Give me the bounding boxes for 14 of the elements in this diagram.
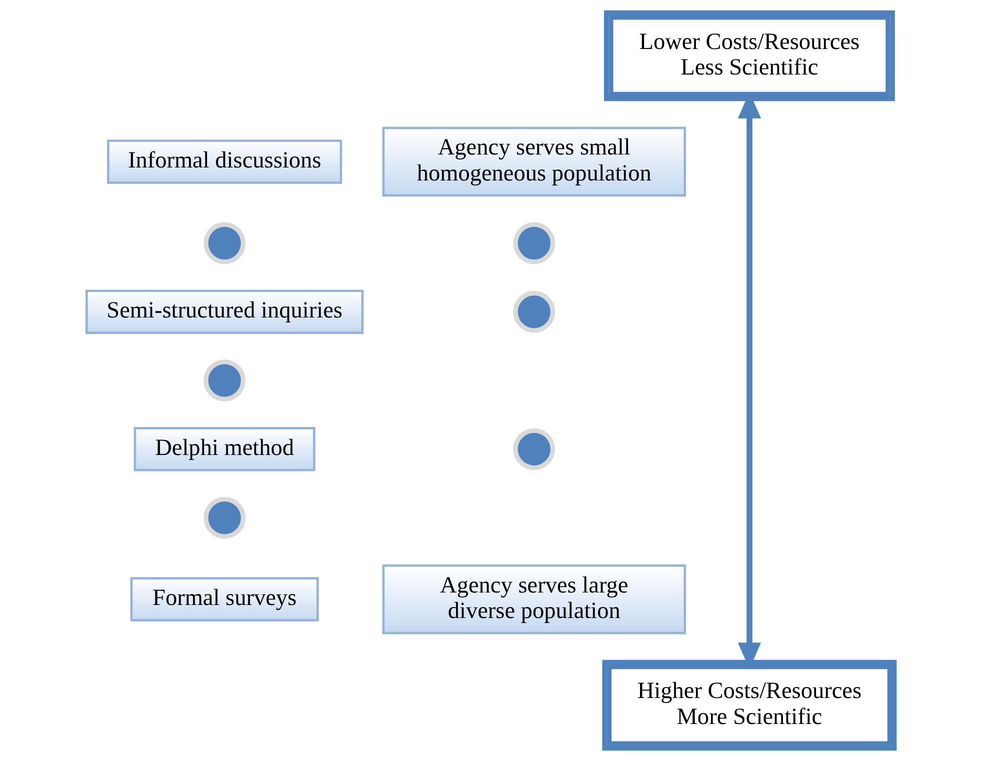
node-box: Delphi method: [134, 427, 316, 472]
node-box: Informal discussions: [107, 140, 342, 184]
node-circle: [513, 222, 556, 264]
node-circle: [513, 290, 556, 333]
node-box: Agency serves small homogeneous population: [382, 126, 686, 197]
node-box: Higher Costs/Resources More Scientific: [602, 660, 897, 751]
node-circle: [204, 360, 246, 402]
node-box: Formal surveys: [130, 577, 319, 622]
node-circle: [204, 222, 246, 264]
node-circle: [204, 496, 246, 539]
node-box: Lower Costs/Resources Less Scientific: [604, 10, 895, 102]
node-box: Agency serves large diverse population: [382, 564, 686, 634]
node-circle: [513, 428, 556, 470]
node-box: Semi-structured inquiries: [86, 290, 364, 334]
